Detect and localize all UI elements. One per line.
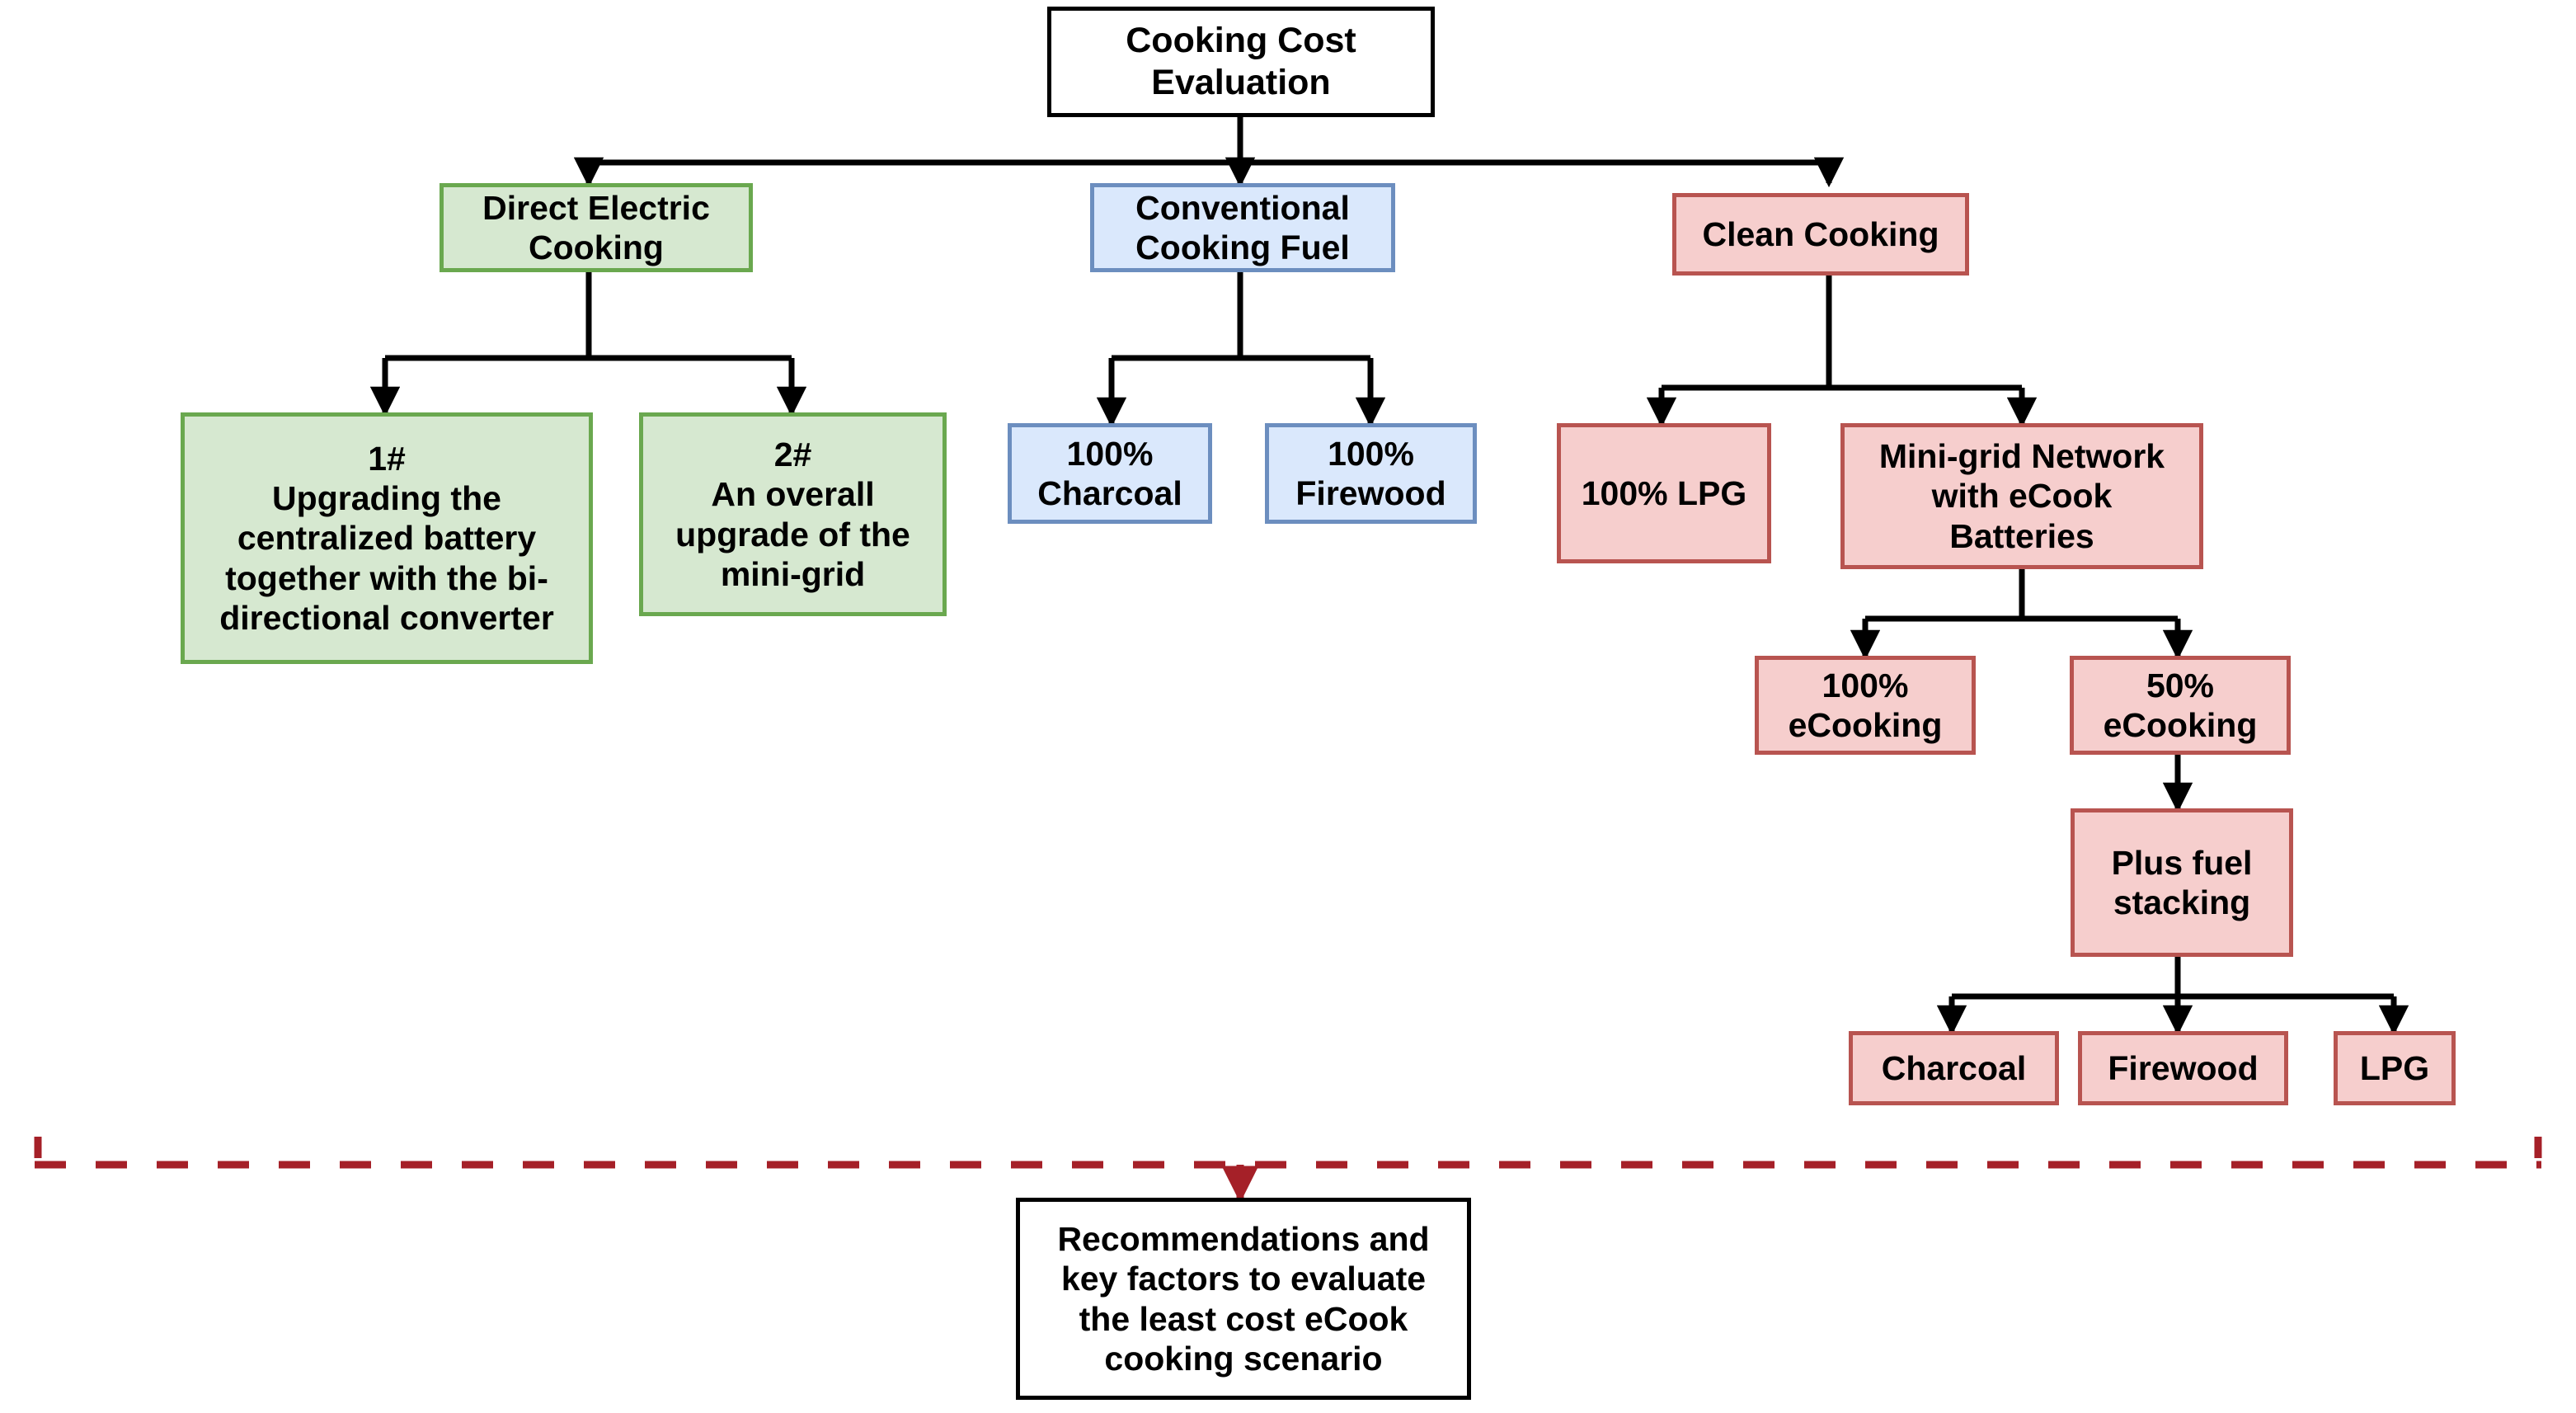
node-direct-electric-cooking[interactable]: Direct Electric Cooking bbox=[440, 183, 753, 272]
node-charcoal[interactable]: Charcoal bbox=[1849, 1031, 2059, 1105]
node-100-ecooking[interactable]: 100% eCooking bbox=[1755, 656, 1976, 755]
node-plus-fuel-stacking[interactable]: Plus fuel stacking bbox=[2071, 808, 2293, 957]
node-root[interactable]: Cooking Cost Evaluation bbox=[1047, 7, 1435, 117]
node-minigrid-network-ecook-batteries[interactable]: Mini-grid Network with eCook Batteries bbox=[1840, 423, 2203, 569]
node-green-option-2[interactable]: 2# An overall upgrade of the mini-grid bbox=[639, 412, 947, 616]
node-100-lpg[interactable]: 100% LPG bbox=[1557, 423, 1771, 563]
node-50-ecooking[interactable]: 50% eCooking bbox=[2070, 656, 2291, 755]
node-recommendations[interactable]: Recommendations and key factors to evalu… bbox=[1016, 1198, 1471, 1400]
node-100-firewood[interactable]: 100% Firewood bbox=[1265, 423, 1477, 524]
node-green-option-1[interactable]: 1# Upgrading the centralized battery tog… bbox=[181, 412, 593, 664]
node-clean-cooking[interactable]: Clean Cooking bbox=[1672, 193, 1969, 276]
node-100-charcoal[interactable]: 100% Charcoal bbox=[1008, 423, 1212, 524]
node-lpg[interactable]: LPG bbox=[2334, 1031, 2456, 1105]
node-conventional-cooking-fuel[interactable]: Conventional Cooking Fuel bbox=[1090, 183, 1395, 272]
node-firewood[interactable]: Firewood bbox=[2078, 1031, 2288, 1105]
